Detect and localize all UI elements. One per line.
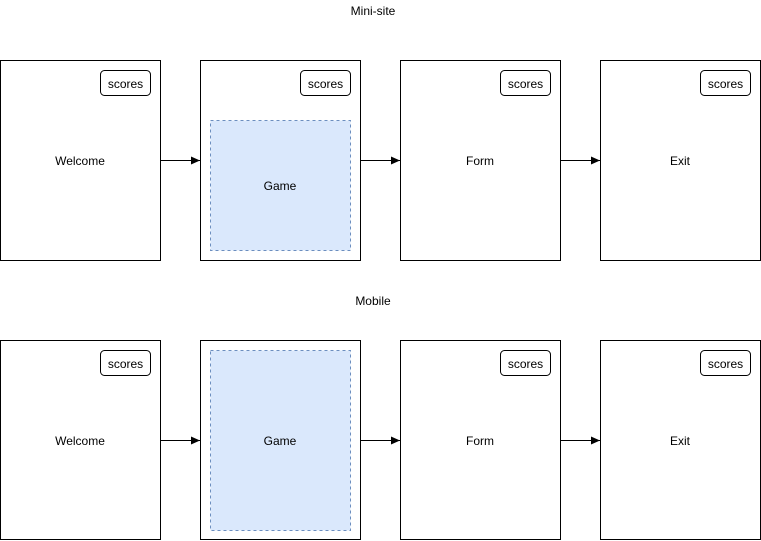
scores-badge-label: scores [508, 357, 543, 371]
screen-welcome: scores Welcome [0, 60, 161, 261]
screen-label: Welcome [55, 154, 105, 168]
scores-badge: scores [300, 70, 351, 96]
section-title-mobile: Mobile [355, 294, 391, 308]
screen-form: scores Form [400, 60, 561, 261]
scores-badge: scores [100, 70, 151, 96]
scores-badge: scores [700, 350, 751, 376]
scores-badge: scores [700, 70, 751, 96]
screen-exit: scores Exit [600, 340, 761, 540]
screen-label: Game [264, 179, 297, 193]
scores-badge-label: scores [308, 77, 343, 91]
scores-badge: scores [500, 70, 551, 96]
screen-exit: scores Exit [600, 60, 761, 261]
scores-badge-label: scores [708, 77, 743, 91]
screen-label: Form [466, 434, 494, 448]
section-title-mini-site: Mini-site [351, 4, 396, 18]
scores-badge: scores [100, 350, 151, 376]
scores-badge-label: scores [108, 77, 143, 91]
screen-form: scores Form [400, 340, 561, 540]
game-area [210, 120, 351, 251]
scores-badge-label: scores [708, 357, 743, 371]
scores-badge: scores [500, 350, 551, 376]
screen-game: Game [200, 340, 361, 540]
screen-label: Welcome [55, 434, 105, 448]
screen-label: Game [264, 434, 297, 448]
scores-badge-label: scores [108, 357, 143, 371]
screen-label: Form [466, 154, 494, 168]
game-area [210, 350, 351, 531]
screen-welcome: scores Welcome [0, 340, 161, 540]
screen-game: scores Game [200, 60, 361, 261]
screen-label: Exit [670, 434, 691, 448]
screen-label: Exit [670, 154, 691, 168]
scores-badge-label: scores [508, 77, 543, 91]
